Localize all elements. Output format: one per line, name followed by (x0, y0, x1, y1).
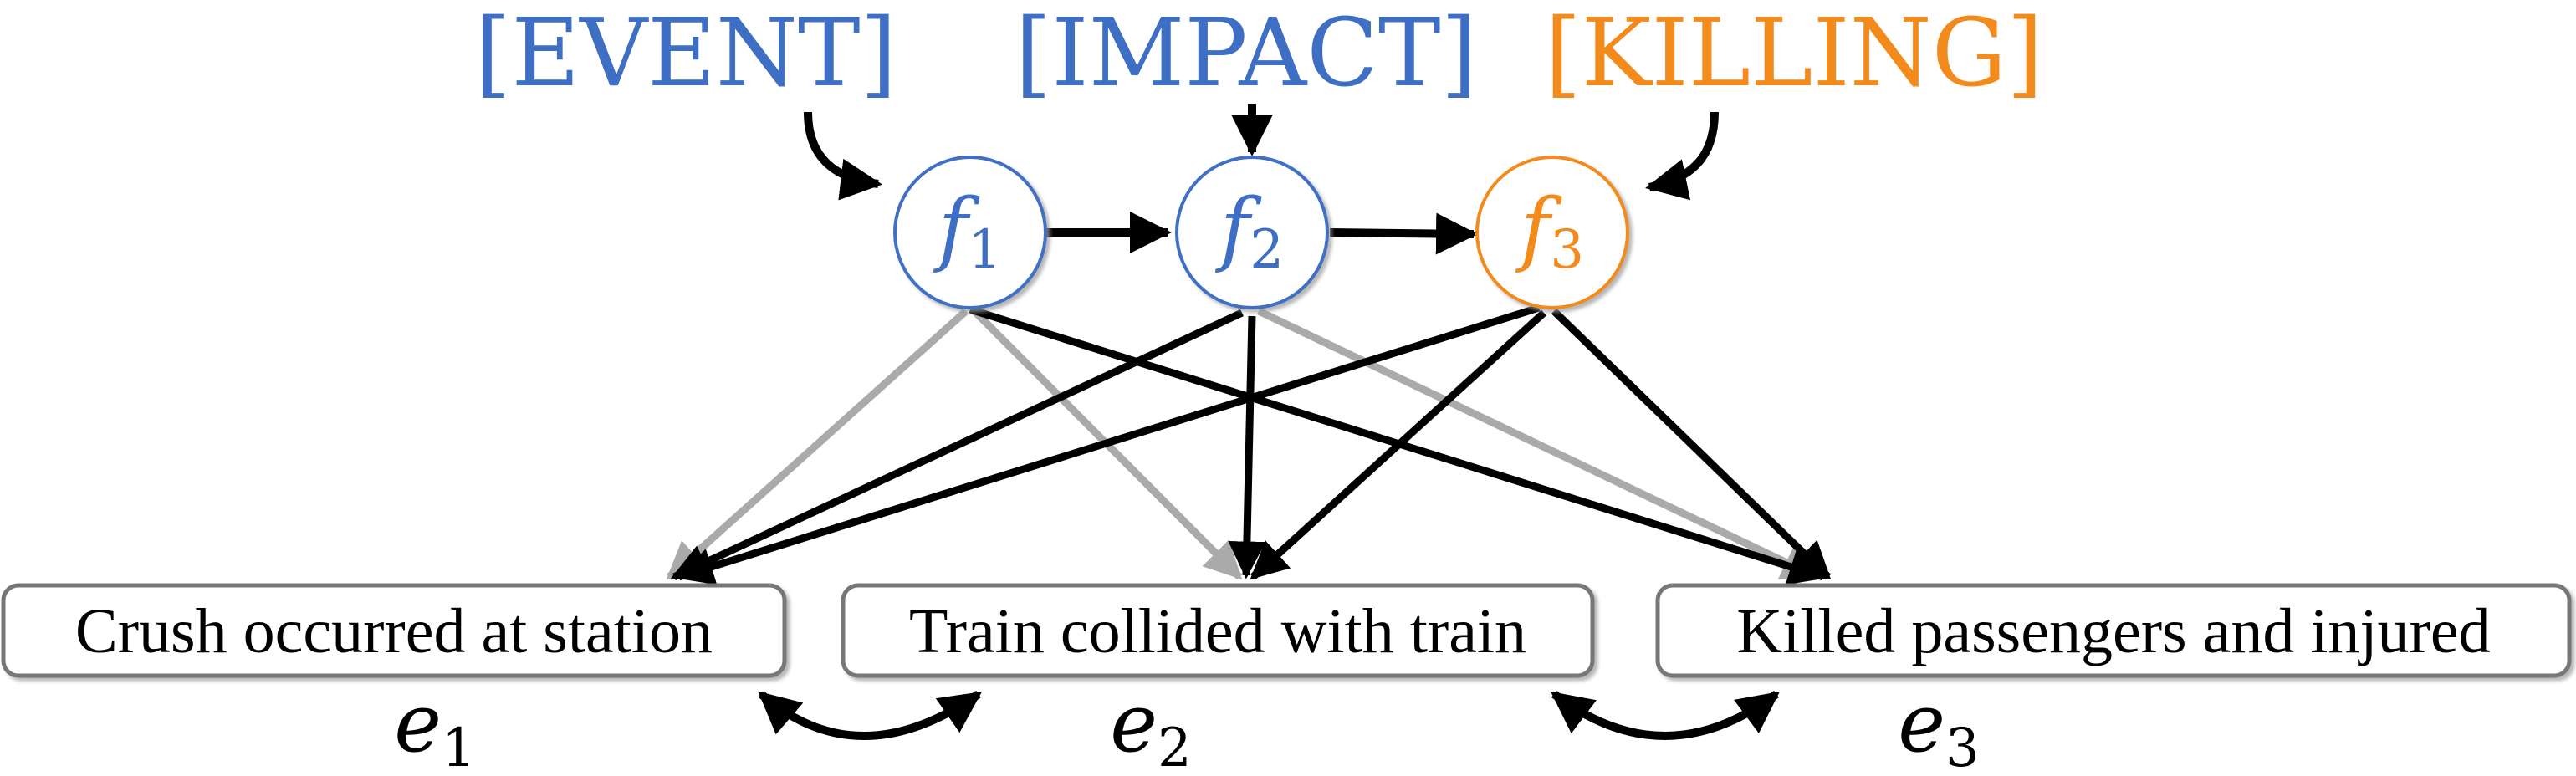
frame-node-f3: f3 (1475, 156, 1629, 309)
frame-node-f1-circle (893, 156, 1047, 309)
event-var-e2-sub: 2 (1158, 717, 1192, 776)
event-box-e2: Train collided with train (841, 583, 1595, 678)
frame-node-f1-sub: 1 (968, 219, 1002, 281)
frame-node-f3-sub: 3 (1550, 219, 1584, 281)
event-box-e2-text: Train collided with train (909, 596, 1526, 666)
event-box-e1-text: Crush occurred at station (75, 596, 713, 666)
frame-event-edges (666, 304, 1832, 585)
frame-node-f2-circle (1175, 156, 1329, 309)
arrow-event-to-f1 (804, 111, 882, 201)
frame-node-f2: f2 (1175, 156, 1329, 309)
event-box-e1: Crush occurred at station (1, 583, 787, 678)
event-var-e3-sub: 3 (1945, 717, 1980, 776)
role-label-event: [EVENT] (475, 0, 897, 108)
frame-node-f1: f1 (893, 156, 1047, 309)
event-var-e3-base: e (1898, 676, 1945, 770)
event-box-e3: Killed passengers and injured (1655, 583, 2572, 678)
edge-f2-e2 (1228, 315, 1266, 579)
event-var-e1-sub: 1 (442, 717, 476, 776)
link-e1-e2 (758, 690, 983, 740)
event-box-e1-rect (1, 583, 787, 678)
event-var-e3: e3 (1898, 676, 1980, 776)
arrow-f2-to-f3 (1329, 212, 1478, 255)
role-label-impact: [IMPACT] (1015, 0, 1478, 108)
event-box-e3-text: Killed passengers and injured (1736, 596, 2490, 666)
edge-f2-e3 (1257, 307, 1821, 581)
frame-node-f2-sub: 2 (1250, 219, 1284, 281)
event-box-e3-rect (1655, 583, 2572, 678)
event-box-e2-rect (841, 583, 1595, 678)
link-e2-e3 (1551, 690, 1781, 740)
role-label-killing: [KILLING] (1545, 0, 2043, 108)
frame-node-f3-circle (1475, 156, 1629, 309)
event-var-e1: e1 (394, 676, 476, 776)
edge-f3-e2 (1250, 309, 1547, 580)
edge-f3-e1 (675, 304, 1541, 585)
edge-f1-e1 (666, 308, 969, 580)
edge-f2-e1 (670, 309, 1244, 581)
arrow-killing-to-f3 (1645, 111, 1719, 201)
event-var-e2: e2 (1110, 676, 1192, 776)
event-var-e1-base: e (394, 676, 442, 770)
edge-f3-e3 (1551, 308, 1832, 580)
event-var-e2-base: e (1110, 676, 1158, 770)
